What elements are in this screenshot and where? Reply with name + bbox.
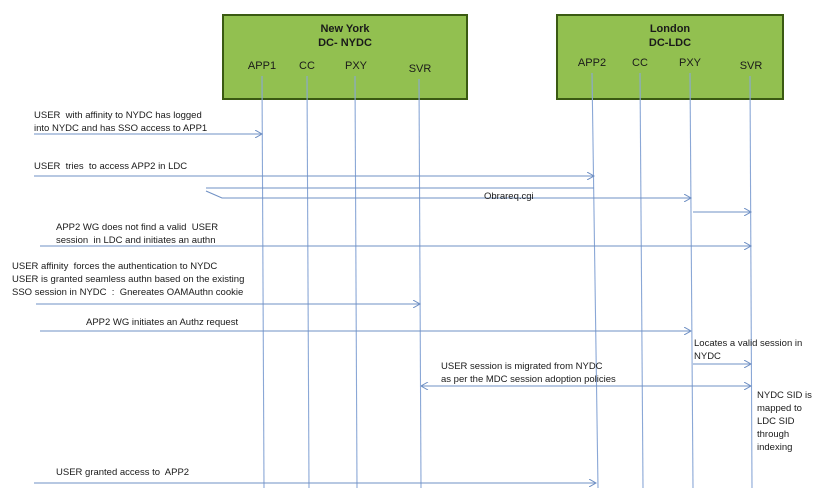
- lifeline-app1: [261, 75, 265, 489]
- datacenter-city: New York: [320, 23, 370, 35]
- lifeline-app2: [591, 72, 599, 489]
- message-access-granted: USER granted access to APP2: [56, 467, 190, 478]
- column-label-svr-nydc: SVR: [408, 63, 432, 75]
- lifeline-pxy-ldc: [689, 72, 694, 489]
- datacenter-box-nydc: New York DC- NYDC: [222, 14, 468, 100]
- message-no-valid-session: APP2 WG does not find a valid USER sessi…: [56, 222, 219, 246]
- message-locates-session: Locates a valid session in NYDC: [694, 338, 803, 362]
- datacenter-code: DC- NYDC: [318, 37, 372, 49]
- column-label-app1: APP1: [247, 60, 277, 72]
- column-label-cc-nydc: CC: [299, 60, 315, 72]
- column-label-cc-ldc: CC: [632, 57, 648, 69]
- message-affinity-authn: USER affinity forces the authentication …: [12, 261, 245, 298]
- column-label-app2: APP2: [577, 57, 607, 69]
- column-label-pxy-ldc: PXY: [678, 57, 702, 69]
- message-session-migrated: USER session is migrated from NYDC as pe…: [441, 361, 616, 385]
- lifeline-svr-ldc: [749, 75, 753, 489]
- datacenter-code: DC-LDC: [648, 37, 692, 49]
- message-user-logged-in-nydc: USER with affinity to NYDC has logged in…: [34, 110, 208, 134]
- lifeline-cc-ldc: [639, 72, 644, 489]
- message-obrareq: Obrareq.cgi: [484, 191, 534, 202]
- message-user-access-app2: USER tries to access APP2 in LDC: [34, 161, 188, 172]
- lifeline-pxy-nydc: [354, 75, 358, 489]
- datacenter-box-ldc: London DC-LDC: [556, 14, 784, 100]
- column-label-svr-ldc: SVR: [739, 60, 763, 72]
- lifeline-cc-nydc: [306, 75, 310, 489]
- arrow-m3-b: [205, 190, 691, 198]
- datacenter-city: London: [649, 23, 691, 35]
- message-sid-mapping: NYDC SID is mapped to LDC SID through in…: [757, 390, 812, 453]
- lifeline-svr-nydc: [418, 78, 422, 489]
- message-authz-request: APP2 WG initiates an Authz request: [86, 317, 239, 328]
- column-label-pxy-nydc: PXY: [344, 60, 368, 72]
